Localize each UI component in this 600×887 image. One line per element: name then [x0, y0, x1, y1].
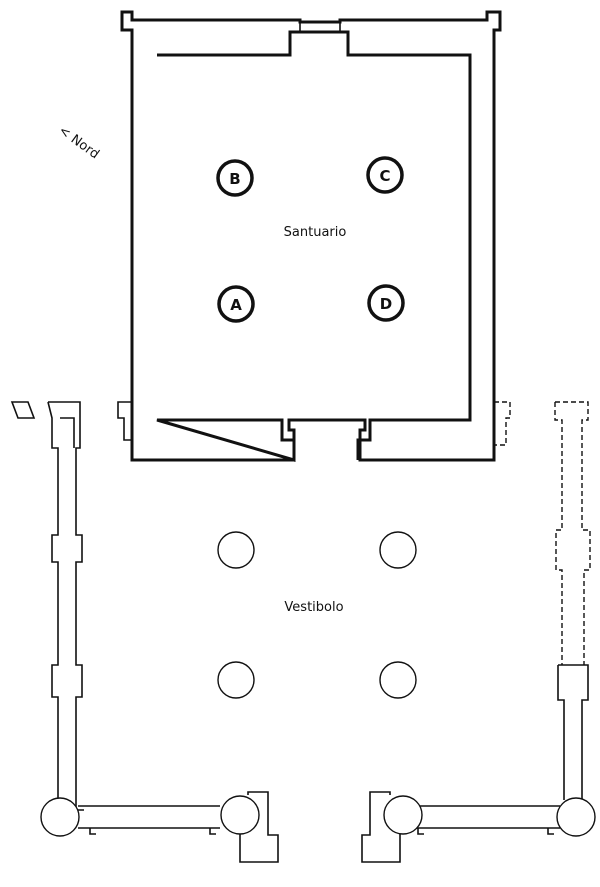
west-wall [10, 401, 279, 863]
vestibule-column [379, 531, 417, 569]
column-label-b: B [229, 170, 240, 188]
column-label-c: C [379, 167, 390, 185]
column-label-a: A [230, 296, 242, 314]
column-b: B [216, 159, 254, 197]
vestibule-label: Vestibolo [284, 600, 343, 615]
vestibule-column [217, 661, 255, 699]
vestibule-column [217, 531, 255, 569]
column-d: D [367, 284, 405, 322]
east-wall [361, 401, 596, 863]
north-arrow-label: < Nord [56, 123, 102, 162]
column-a: A [217, 285, 255, 323]
vestibule-columns [217, 531, 417, 699]
column-c: C [366, 156, 404, 194]
sanctuary-walls [117, 10, 511, 463]
vestibule-column [379, 661, 417, 699]
column-label-d: D [380, 295, 392, 313]
sanctuary-label: Santuario [284, 225, 347, 240]
